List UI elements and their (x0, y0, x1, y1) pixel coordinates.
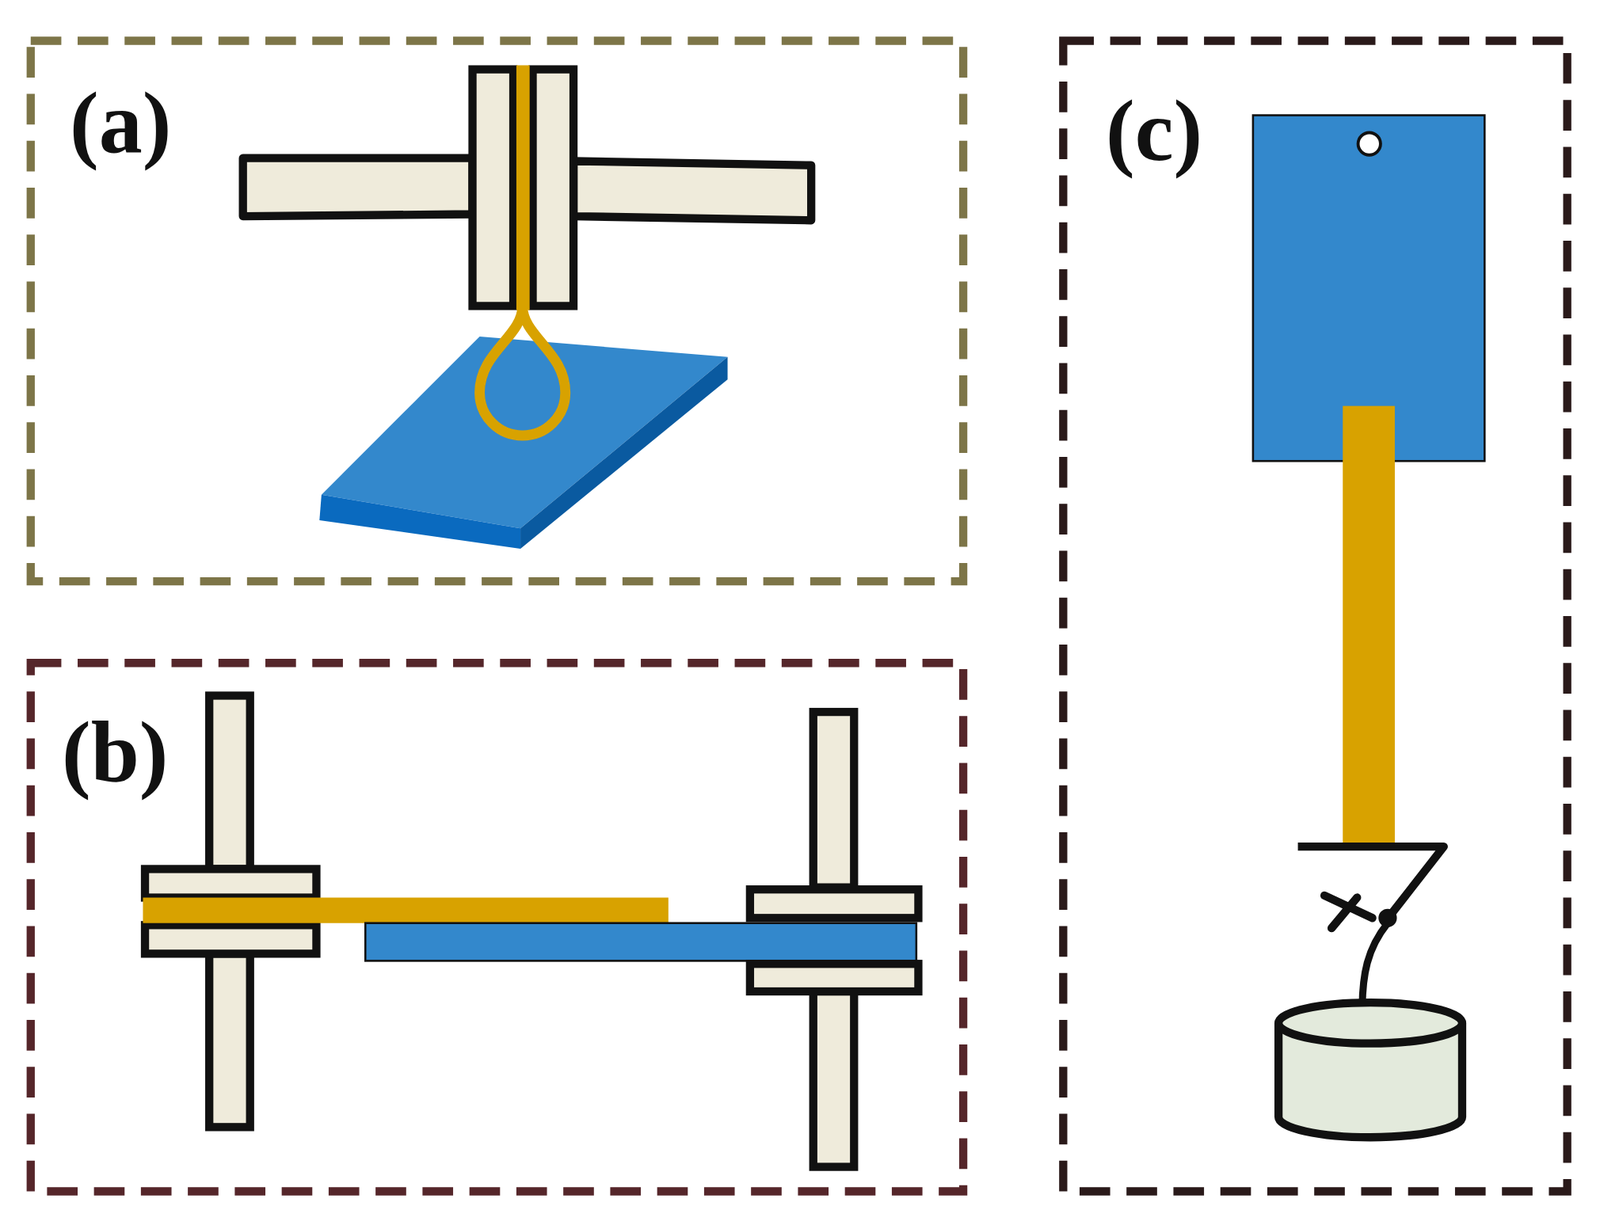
hang-hole (1358, 132, 1381, 155)
clamp-jaw (472, 69, 515, 307)
hanging-test (1253, 115, 1485, 1139)
weight-top (1278, 1002, 1463, 1044)
grip-bar (209, 953, 251, 1128)
grip-jaw (144, 868, 317, 898)
substrate-bar (365, 923, 917, 962)
fiber (516, 64, 530, 310)
clamp-arm (573, 161, 812, 221)
fiber-strip (142, 898, 668, 924)
fiber-strip (1342, 406, 1395, 846)
grip-bar (209, 695, 251, 869)
deposition-setup (243, 64, 812, 549)
plate-front (319, 495, 521, 549)
grip-jaw (144, 925, 317, 954)
droplet-loop (480, 305, 566, 436)
grip-jaw (750, 889, 919, 919)
knot (1324, 895, 1373, 929)
grip-bar (813, 991, 855, 1168)
lap-shear-setup (142, 695, 919, 1167)
panel-label: (b) (61, 708, 168, 797)
grip-jaw (750, 963, 919, 992)
panel-frame (1062, 41, 1567, 1193)
hook (1298, 846, 1444, 917)
panel-frame (30, 662, 964, 1192)
plate-side (520, 357, 728, 549)
clamp-jaw (533, 69, 575, 307)
panel-label: (a) (69, 79, 172, 167)
grip-bar (813, 712, 855, 888)
panel-frame (30, 41, 964, 583)
string (1362, 923, 1388, 1013)
panel-label: (c) (1105, 87, 1203, 175)
clamp-arm (243, 158, 473, 217)
